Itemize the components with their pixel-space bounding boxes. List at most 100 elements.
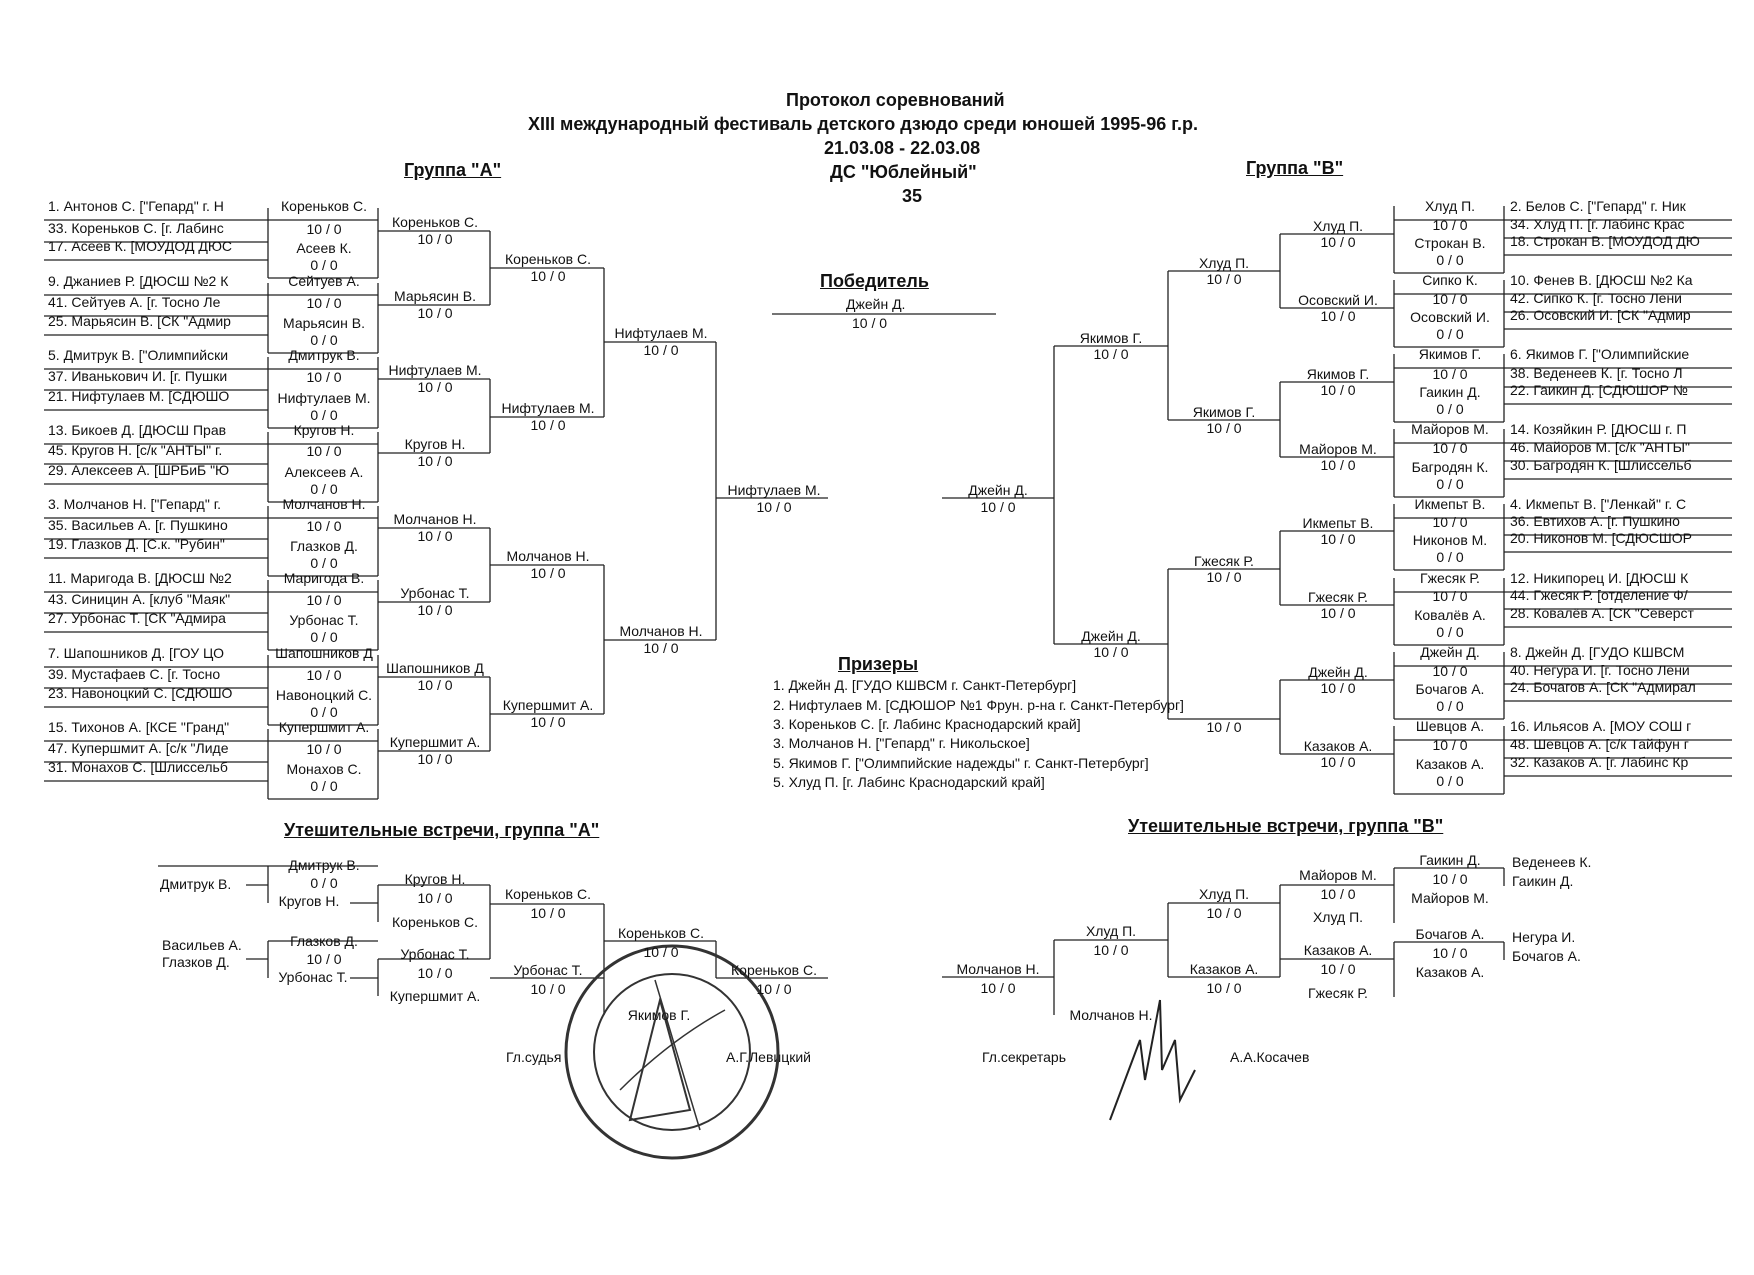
r1-score: 10 / 0 bbox=[306, 221, 342, 237]
r1-score: 10 / 0 bbox=[306, 667, 342, 683]
group-a-title: Группа "А" bbox=[404, 160, 502, 180]
group-b-entrant: 2. Белов С. ["Гепард" г. Ник bbox=[1510, 198, 1686, 214]
group-a-entrant: 13. Бикоев Д. [ДЮСШ Прав bbox=[48, 422, 227, 438]
group-a-entrant: 27. Урбонас Т. [СК "Адмира bbox=[48, 610, 226, 626]
consolation-b-entrant: Бочагов А. bbox=[1512, 948, 1581, 964]
group-a-entrant: 19. Глазков Д. [С.к. "Рубин" bbox=[48, 536, 225, 552]
r1-score: 10 / 0 bbox=[1432, 366, 1468, 382]
r4-score: 10 / 0 bbox=[643, 342, 679, 358]
r3-score: 10 / 0 bbox=[530, 714, 566, 730]
group-a-entrant: 1. Антонов С. ["Гепард" г. Н bbox=[48, 198, 224, 214]
consolation-a-name: Кругов Н. bbox=[404, 871, 466, 887]
r3-score: 10 / 0 bbox=[1206, 271, 1242, 287]
consolation-b-name: Хлуд П. bbox=[1085, 923, 1137, 939]
r3-score: 10 / 0 bbox=[1206, 420, 1242, 436]
prizer-item: 2. Нифтулаев М. [СДЮШОР №1 Фрун. р-на г.… bbox=[773, 697, 1184, 713]
r1-loser-name: Гаикин Д. bbox=[1419, 384, 1481, 400]
r2-score: 10 / 0 bbox=[417, 379, 453, 395]
prizer-item: 5. Якимов Г. ["Олимпийские надежды" г. С… bbox=[773, 755, 1149, 771]
r1-winner-name: Икмепьт В. bbox=[1414, 496, 1486, 512]
group-b-entrant: 46. Майоров М. [с/к "АНТЫ" bbox=[1510, 439, 1691, 455]
r1-winner-name: Молчанов Н. bbox=[282, 496, 366, 512]
group-b-title: Группа "В" bbox=[1246, 158, 1344, 178]
consolation-b-score: 10 / 0 bbox=[1432, 871, 1468, 887]
r1-loser-name: Багродян К. bbox=[1411, 459, 1489, 475]
consolation-a-score: 10 / 0 bbox=[756, 981, 792, 997]
r3-score: 10 / 0 bbox=[1206, 569, 1242, 585]
r2-score: 10 / 0 bbox=[417, 231, 453, 247]
r1-loser-name: Строкан В. bbox=[1414, 235, 1486, 251]
consolation-a-name: Кореньков С. bbox=[618, 925, 704, 941]
group-b-entrant: 8. Джейн Д. [ГУДО КШВСМ bbox=[1510, 644, 1685, 660]
consolation-a-name: Урбонас Т. bbox=[400, 946, 470, 962]
r2-winner-name: Марьясин В. bbox=[394, 288, 476, 304]
r1-score2: 0 / 0 bbox=[1436, 698, 1464, 714]
group-b-entrant: 24. Бочагов А. [СК "Адмирал bbox=[1510, 679, 1696, 695]
consolation-b-name: Майоров М. bbox=[1411, 890, 1489, 906]
chief-secretary-label: Гл.секретарь bbox=[982, 1049, 1066, 1065]
r1-score2: 0 / 0 bbox=[310, 332, 338, 348]
r1-winner-name: Купершмит А. bbox=[278, 719, 370, 735]
group-b-entrant: 16. Ильясов А. [МОУ СОШ г bbox=[1510, 718, 1692, 734]
r1-score: 10 / 0 bbox=[306, 592, 342, 608]
winner-title: Победитель bbox=[820, 271, 929, 291]
group-a-entrant: 47. Купершмит А. [с/к "Лиде bbox=[48, 740, 229, 756]
r1-loser-name: Никонов М. bbox=[1412, 532, 1488, 548]
group-b-entrant: 36. Евтихов А. [г. Пушкино bbox=[1510, 513, 1680, 529]
r2-winner-name: Шапошников Д bbox=[386, 660, 484, 676]
r2-score: 10 / 0 bbox=[1320, 531, 1356, 547]
r1-winner-name: Дмитрук В. bbox=[288, 347, 360, 363]
consolation-a-score: 10 / 0 bbox=[417, 965, 453, 981]
r1-score2: 0 / 0 bbox=[310, 778, 338, 794]
group-a-final-score: 10 / 0 bbox=[756, 499, 792, 515]
r1-score2: 0 / 0 bbox=[310, 629, 338, 645]
consolation-a-name: Кореньков С. bbox=[731, 962, 817, 978]
r3-winner-name: Кореньков С. bbox=[505, 251, 591, 267]
consolation-b-name: Хлуд П. bbox=[1198, 886, 1250, 902]
r1-score2: 0 / 0 bbox=[310, 481, 338, 497]
r2-score: 10 / 0 bbox=[417, 305, 453, 321]
chief-judge-name: А.Г.Левицкий bbox=[726, 1049, 812, 1065]
consolation-b-name: Казаков А. bbox=[1415, 964, 1485, 980]
r1-score2: 0 / 0 bbox=[1436, 624, 1464, 640]
r2-winner-name: Кругов Н. bbox=[404, 436, 466, 452]
group-a-entrant: 21. Нифтулаев М. [СДЮШО bbox=[48, 388, 230, 404]
r3-winner-name: Купершмит А. bbox=[502, 697, 594, 713]
r1-score2: 0 / 0 bbox=[1436, 476, 1464, 492]
r2-score: 10 / 0 bbox=[417, 677, 453, 693]
consolation-b-title: Утешительные встречи, группа "В" bbox=[1128, 816, 1444, 836]
r1-score2: 0 / 0 bbox=[310, 555, 338, 571]
r2-score: 10 / 0 bbox=[417, 528, 453, 544]
group-a-entrant: 3. Молчанов Н. ["Гепард" г. bbox=[48, 496, 221, 512]
group-a-entrant: 35. Васильев А. [г. Пушкино bbox=[48, 517, 228, 533]
r2-winner-name: Осовский И. bbox=[1298, 292, 1378, 308]
winner-score: 10 / 0 bbox=[852, 315, 888, 331]
consolation-b-entrant: Негура И. bbox=[1512, 929, 1576, 945]
r1-winner-name: Сипко К. bbox=[1422, 272, 1478, 288]
r2-winner-name: Купершмит А. bbox=[389, 734, 481, 750]
r1-loser-name: Монахов С. bbox=[286, 761, 362, 777]
prizer-item: 5. Хлуд П. [г. Лабинс Краснодарский край… bbox=[773, 774, 1045, 790]
consolation-a-name: Купершмит А. bbox=[389, 988, 481, 1004]
prizer-item: 3. Молчанов Н. ["Гепард" г. Никольское] bbox=[773, 735, 1030, 751]
r4-score: 10 / 0 bbox=[1093, 644, 1129, 660]
consolation-b-score: 10 / 0 bbox=[1432, 945, 1468, 961]
r1-loser-name: Алексеев А. bbox=[284, 464, 364, 480]
r1-loser-name: Казаков А. bbox=[1415, 756, 1485, 772]
group-b-entrant: 12. Никипорец И. [ДЮСШ К bbox=[1510, 570, 1689, 586]
group-a-entrant: 17. Асеев К. [МОУДОД ДЮС bbox=[48, 238, 232, 254]
consolation-b-score: 10 / 0 bbox=[1320, 961, 1356, 977]
protocol-title: Протокол соревнований bbox=[786, 90, 1005, 110]
consolation-a-name: Дмитрук В. bbox=[288, 857, 360, 873]
r4-score: 10 / 0 bbox=[643, 640, 679, 656]
r1-score2: 0 / 0 bbox=[1436, 549, 1464, 565]
r1-winner-name: Шевцов А. bbox=[1415, 718, 1485, 734]
group-a-entrant: 39. Мустафаев С. [г. Тосно bbox=[48, 666, 221, 682]
group-a-entrant: 33. Кореньков С. [г. Лабинс bbox=[48, 220, 224, 236]
group-a-entrant: 31. Монахов С. [Шлиссельб bbox=[48, 759, 228, 775]
consolation-a-name: Урбонас Т. bbox=[513, 962, 583, 978]
group-b-entrant: 22. Гаикин Д. [СДЮШОР № bbox=[1510, 382, 1688, 398]
consolation-b-name: Гаикин Д. bbox=[1419, 852, 1481, 868]
r3-score: 10 / 0 bbox=[1206, 719, 1242, 735]
consolation-b-name: Майоров М. bbox=[1299, 867, 1377, 883]
